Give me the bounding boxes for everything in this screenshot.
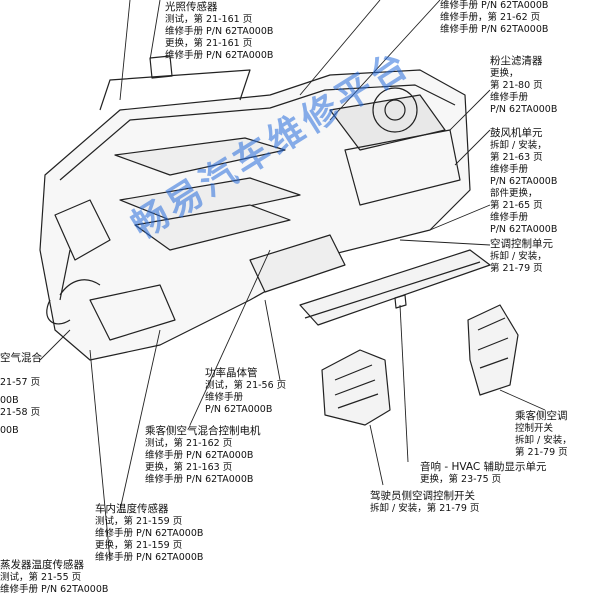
air-mix-label: 空气混合 21-57 页 00B 21-58 页 00B [0,352,42,436]
passenger-air-mix-motor-label: 乘客侧空气混合控制电机 测试，第 21-162 页 维修手册 P/N 62TA0… [145,425,261,485]
passenger-ac-switch-label: 乘客侧空调 控制开关 拆卸 / 安装， 第 21-79 页 [515,410,572,458]
audio-hvac-display-unit [299,249,491,326]
top-right-label: 维修手册 P/N 62TA000B 维修手册，第 21-62 页 维修手册 P/… [440,0,549,35]
audio-hvac-display-label: 音响 - HVAC 辅助显示单元 更换，第 23-75 页 [420,461,547,485]
blower-unit-label: 鼓风机单元 拆卸 / 安装， 第 21-63 页 维修手册 P/N 62TA00… [490,127,558,235]
dust-filter-label: 粉尘滤清器 更换， 第 21-80 页 维修手册 P/N 62TA000B [490,55,558,115]
passenger-ac-switch [467,304,519,396]
power-transistor-label: 功率晶体管 测试，第 21-56 页 维修手册 P/N 62TA000B [205,367,287,415]
cabin-temp-sensor-label: 车内温度传感器 测试，第 21-159 页 维修手册 P/N 62TA000B … [95,503,204,563]
hvac-housing [39,55,471,361]
leader-lines [39,0,546,561]
driver-ac-switch-label: 驾驶员侧空调控制开关 拆卸 / 安装，第 21-79 页 [370,490,480,514]
evaporator-temp-sensor-label: 蒸发器温度传感器 测试，第 21-55 页 维修手册 P/N 62TA000B [0,559,109,595]
driver-ac-switch [321,349,391,426]
light-sensor-label: 光照传感器 测试，第 21-161 页 维修手册 P/N 62TA000B 更换… [165,1,274,61]
ac-control-unit-label: 空调控制单元 拆卸 / 安装， 第 21-79 页 [490,238,553,274]
